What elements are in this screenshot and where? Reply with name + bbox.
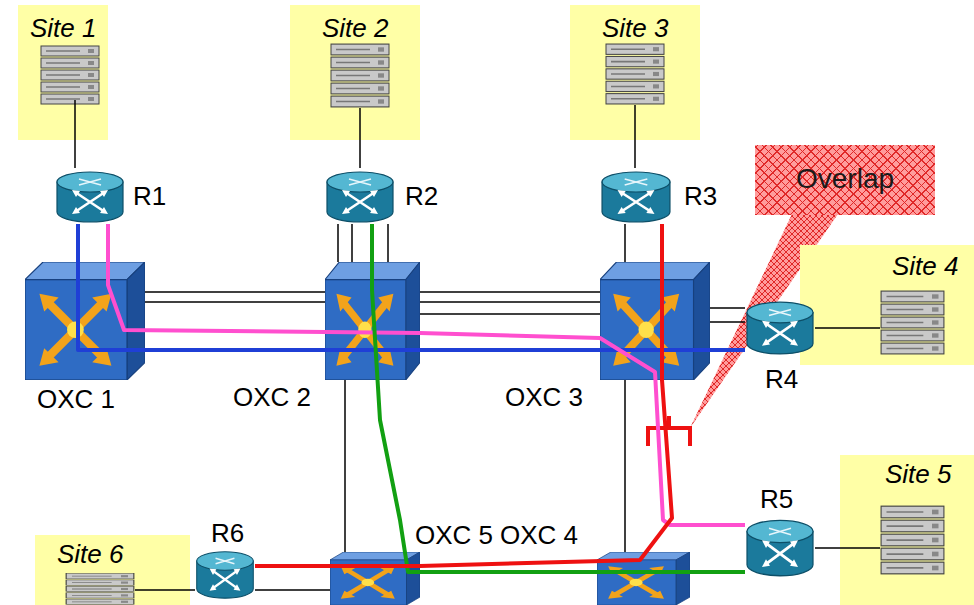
lightpath xyxy=(372,224,745,572)
fiber-link xyxy=(344,380,346,552)
site-label: Site 1 xyxy=(30,13,97,43)
device-label: R1 xyxy=(133,181,166,211)
callout-text: Overlap xyxy=(796,163,894,195)
router-icon-graphic xyxy=(600,168,672,224)
fiber-link xyxy=(255,589,330,591)
site-label: Site 3 xyxy=(602,13,669,43)
router-icon: R3 xyxy=(600,168,672,224)
device-label: OXC 1 xyxy=(37,384,115,414)
device-label: OXC 4 xyxy=(500,520,578,550)
device-label: R5 xyxy=(760,484,793,514)
site-label: Site 2 xyxy=(322,13,389,43)
router-icon: R1 xyxy=(55,168,125,224)
server-icon xyxy=(40,45,100,105)
device-label: OXC 2 xyxy=(233,382,311,412)
site-box: Site 5 xyxy=(840,455,974,605)
optical-cross-connect-graphic xyxy=(25,262,145,380)
device-label: R6 xyxy=(211,518,244,548)
fiber-link xyxy=(337,224,339,262)
fiber-link xyxy=(815,327,880,329)
server-icon xyxy=(880,505,945,575)
router-icon: R4 xyxy=(745,298,815,356)
fiber-link xyxy=(634,105,636,168)
fiber-link xyxy=(420,313,600,315)
fiber-link xyxy=(815,547,880,549)
fiber-link xyxy=(624,224,626,262)
fiber-link xyxy=(145,301,325,303)
router-icon-graphic xyxy=(745,298,815,356)
overlap-bracket xyxy=(648,416,690,446)
lightpath xyxy=(108,224,745,525)
fiber-link xyxy=(710,307,745,309)
site-box: Site 1 xyxy=(18,5,108,140)
device-label: OXC 5 xyxy=(415,520,493,550)
fiber-link xyxy=(387,224,389,262)
device-label: R2 xyxy=(405,181,438,211)
fiber-link xyxy=(74,100,76,168)
router-icon-graphic xyxy=(325,168,395,224)
fiber-link xyxy=(710,321,745,323)
site-box: Site 4 xyxy=(800,245,974,365)
site-label: Site 6 xyxy=(57,539,124,569)
optical-cross-connect: OXC 1 xyxy=(25,262,145,380)
site-box: Site 6 xyxy=(35,535,190,605)
device-label: OXC 3 xyxy=(505,382,583,412)
server-icon xyxy=(65,573,135,605)
router-icon-graphic xyxy=(55,168,125,224)
router-icon-graphic xyxy=(195,548,255,600)
router-icon-graphic xyxy=(745,516,815,578)
fiber-link xyxy=(135,589,195,591)
device-label: R3 xyxy=(684,181,717,211)
optical-cross-connect: OXC 3 xyxy=(600,262,710,380)
server-icon xyxy=(605,43,665,105)
fiber-link xyxy=(624,380,626,552)
device-label: R4 xyxy=(765,364,798,394)
router-icon: R2 xyxy=(325,168,395,224)
fiber-link xyxy=(145,291,325,293)
site-label: Site 4 xyxy=(892,251,959,281)
site-box: Site 2 xyxy=(290,5,420,140)
optical-cross-connect-graphic xyxy=(600,262,710,380)
fiber-link xyxy=(420,301,600,303)
fiber-link xyxy=(351,224,353,262)
callout-box: Overlap xyxy=(755,145,935,215)
server-icon xyxy=(880,290,945,355)
fiber-link xyxy=(420,291,600,293)
server-icon xyxy=(330,43,390,108)
site-label: Site 5 xyxy=(885,459,952,489)
fiber-link xyxy=(359,108,361,168)
router-icon: R5 xyxy=(745,516,815,578)
router-icon: R6 xyxy=(195,548,255,600)
